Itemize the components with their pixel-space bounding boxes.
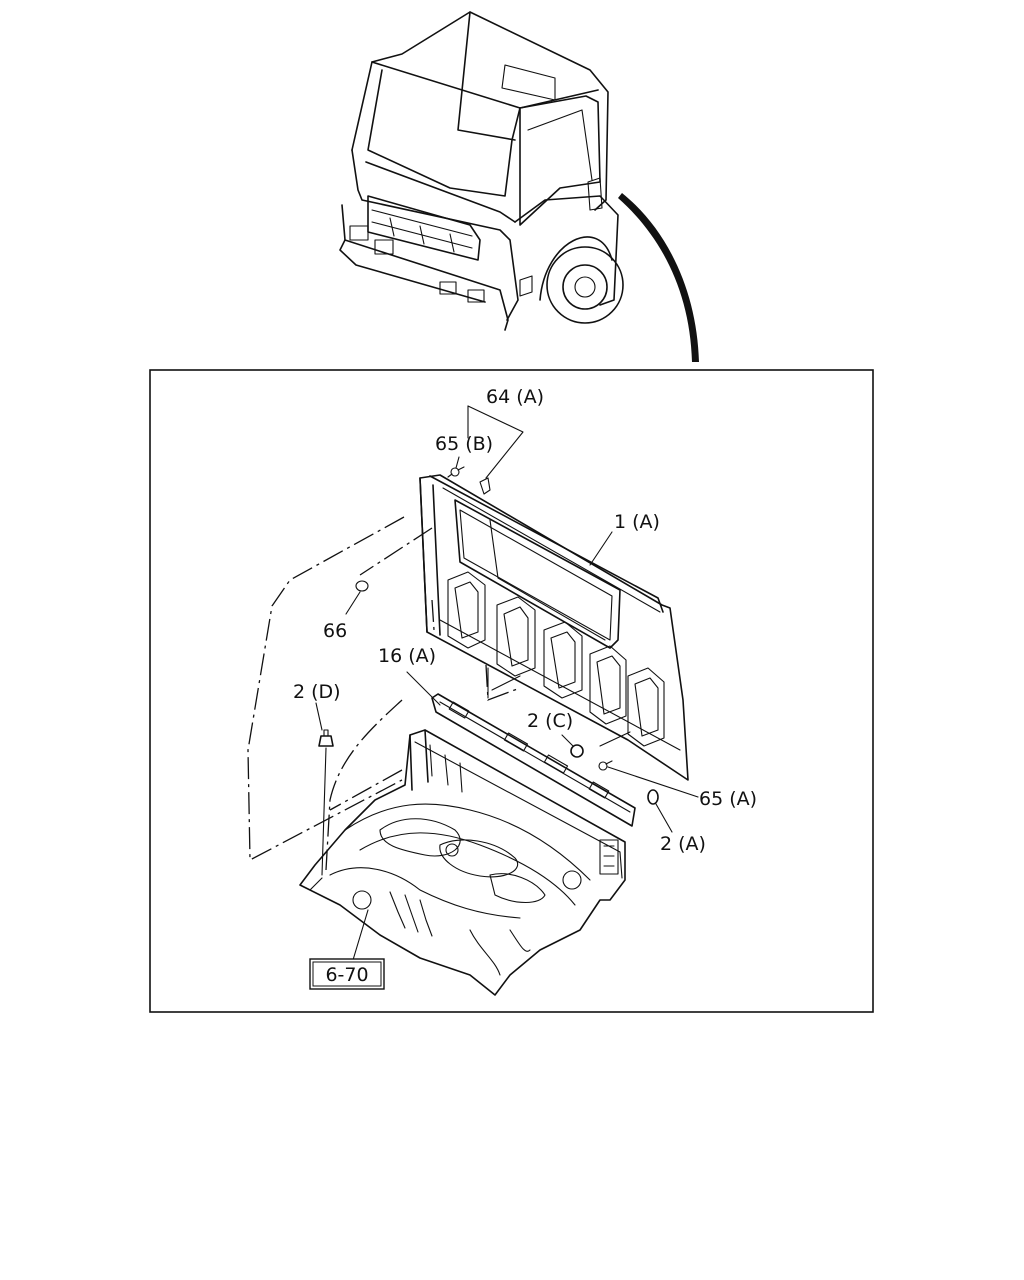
grommet-66-icon xyxy=(355,580,369,592)
leader-lines xyxy=(315,405,699,961)
grommet-2a-icon xyxy=(647,789,659,805)
truck-cab-illustration xyxy=(339,11,699,362)
label-66: 66 xyxy=(323,620,347,642)
label-64a: 64 (A) xyxy=(486,386,544,408)
grommet-2c-icon xyxy=(570,744,584,758)
crossmember-illustration xyxy=(431,693,636,827)
label-2a: 2 (A) xyxy=(660,833,706,855)
fastener-parts xyxy=(318,466,659,805)
plug-2d-icon xyxy=(318,729,334,747)
label-2c: 2 (C) xyxy=(527,710,573,732)
reference-box-6-70[interactable]: 6-70 xyxy=(309,958,385,990)
reference-label: 6-70 xyxy=(325,964,368,986)
rear-panel-illustration xyxy=(419,474,689,781)
label-65a: 65 (A) xyxy=(699,788,757,810)
label-1a: 1 (A) xyxy=(614,511,660,533)
label-65b: 65 (B) xyxy=(435,433,493,455)
label-2d: 2 (D) xyxy=(293,681,341,703)
clip-64a-icon xyxy=(479,477,491,495)
floor-pan-illustration xyxy=(299,729,626,996)
label-16a: 16 (A) xyxy=(378,645,436,667)
phantom-outline xyxy=(247,516,521,871)
detail-frame xyxy=(149,369,874,1013)
screw-65a-icon xyxy=(598,760,613,771)
screw-65b-icon xyxy=(447,466,465,478)
